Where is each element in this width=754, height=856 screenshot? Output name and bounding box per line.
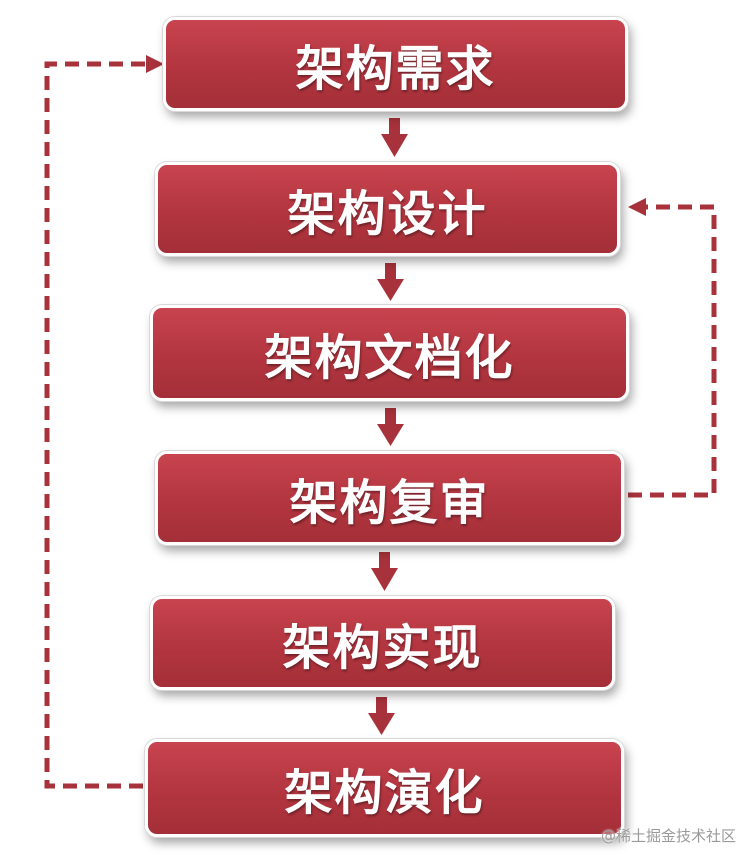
step-architecture-requirement: 架构需求 <box>163 17 628 111</box>
arrow-requirement-to-design <box>381 118 408 157</box>
step-architecture-review: 架构复审 <box>155 451 624 545</box>
step-label: 架构演化 <box>284 765 485 821</box>
step-label: 架构文档化 <box>264 330 515 386</box>
step-architecture-implementation: 架构实现 <box>150 596 615 690</box>
arrow-implementation-to-evolution <box>368 697 395 735</box>
step-label: 架构实现 <box>282 620 483 676</box>
watermark: @稀土掘金技术社区 <box>600 827 736 845</box>
step-architecture-design: 架构设计 <box>155 162 620 256</box>
feedback-review-to-design <box>628 198 717 498</box>
step-architecture-evolution: 架构演化 <box>145 739 624 837</box>
arrow-review-to-implementation <box>371 552 398 591</box>
arrow-documentation-to-review <box>377 408 404 446</box>
step-label: 架构需求 <box>295 41 496 97</box>
feedback-evolution-to-requirement <box>44 55 164 789</box>
step-architecture-documentation: 架构文档化 <box>150 305 629 401</box>
arrow-design-to-documentation <box>377 263 404 301</box>
step-label: 架构复审 <box>289 475 490 531</box>
step-label: 架构设计 <box>287 186 488 242</box>
